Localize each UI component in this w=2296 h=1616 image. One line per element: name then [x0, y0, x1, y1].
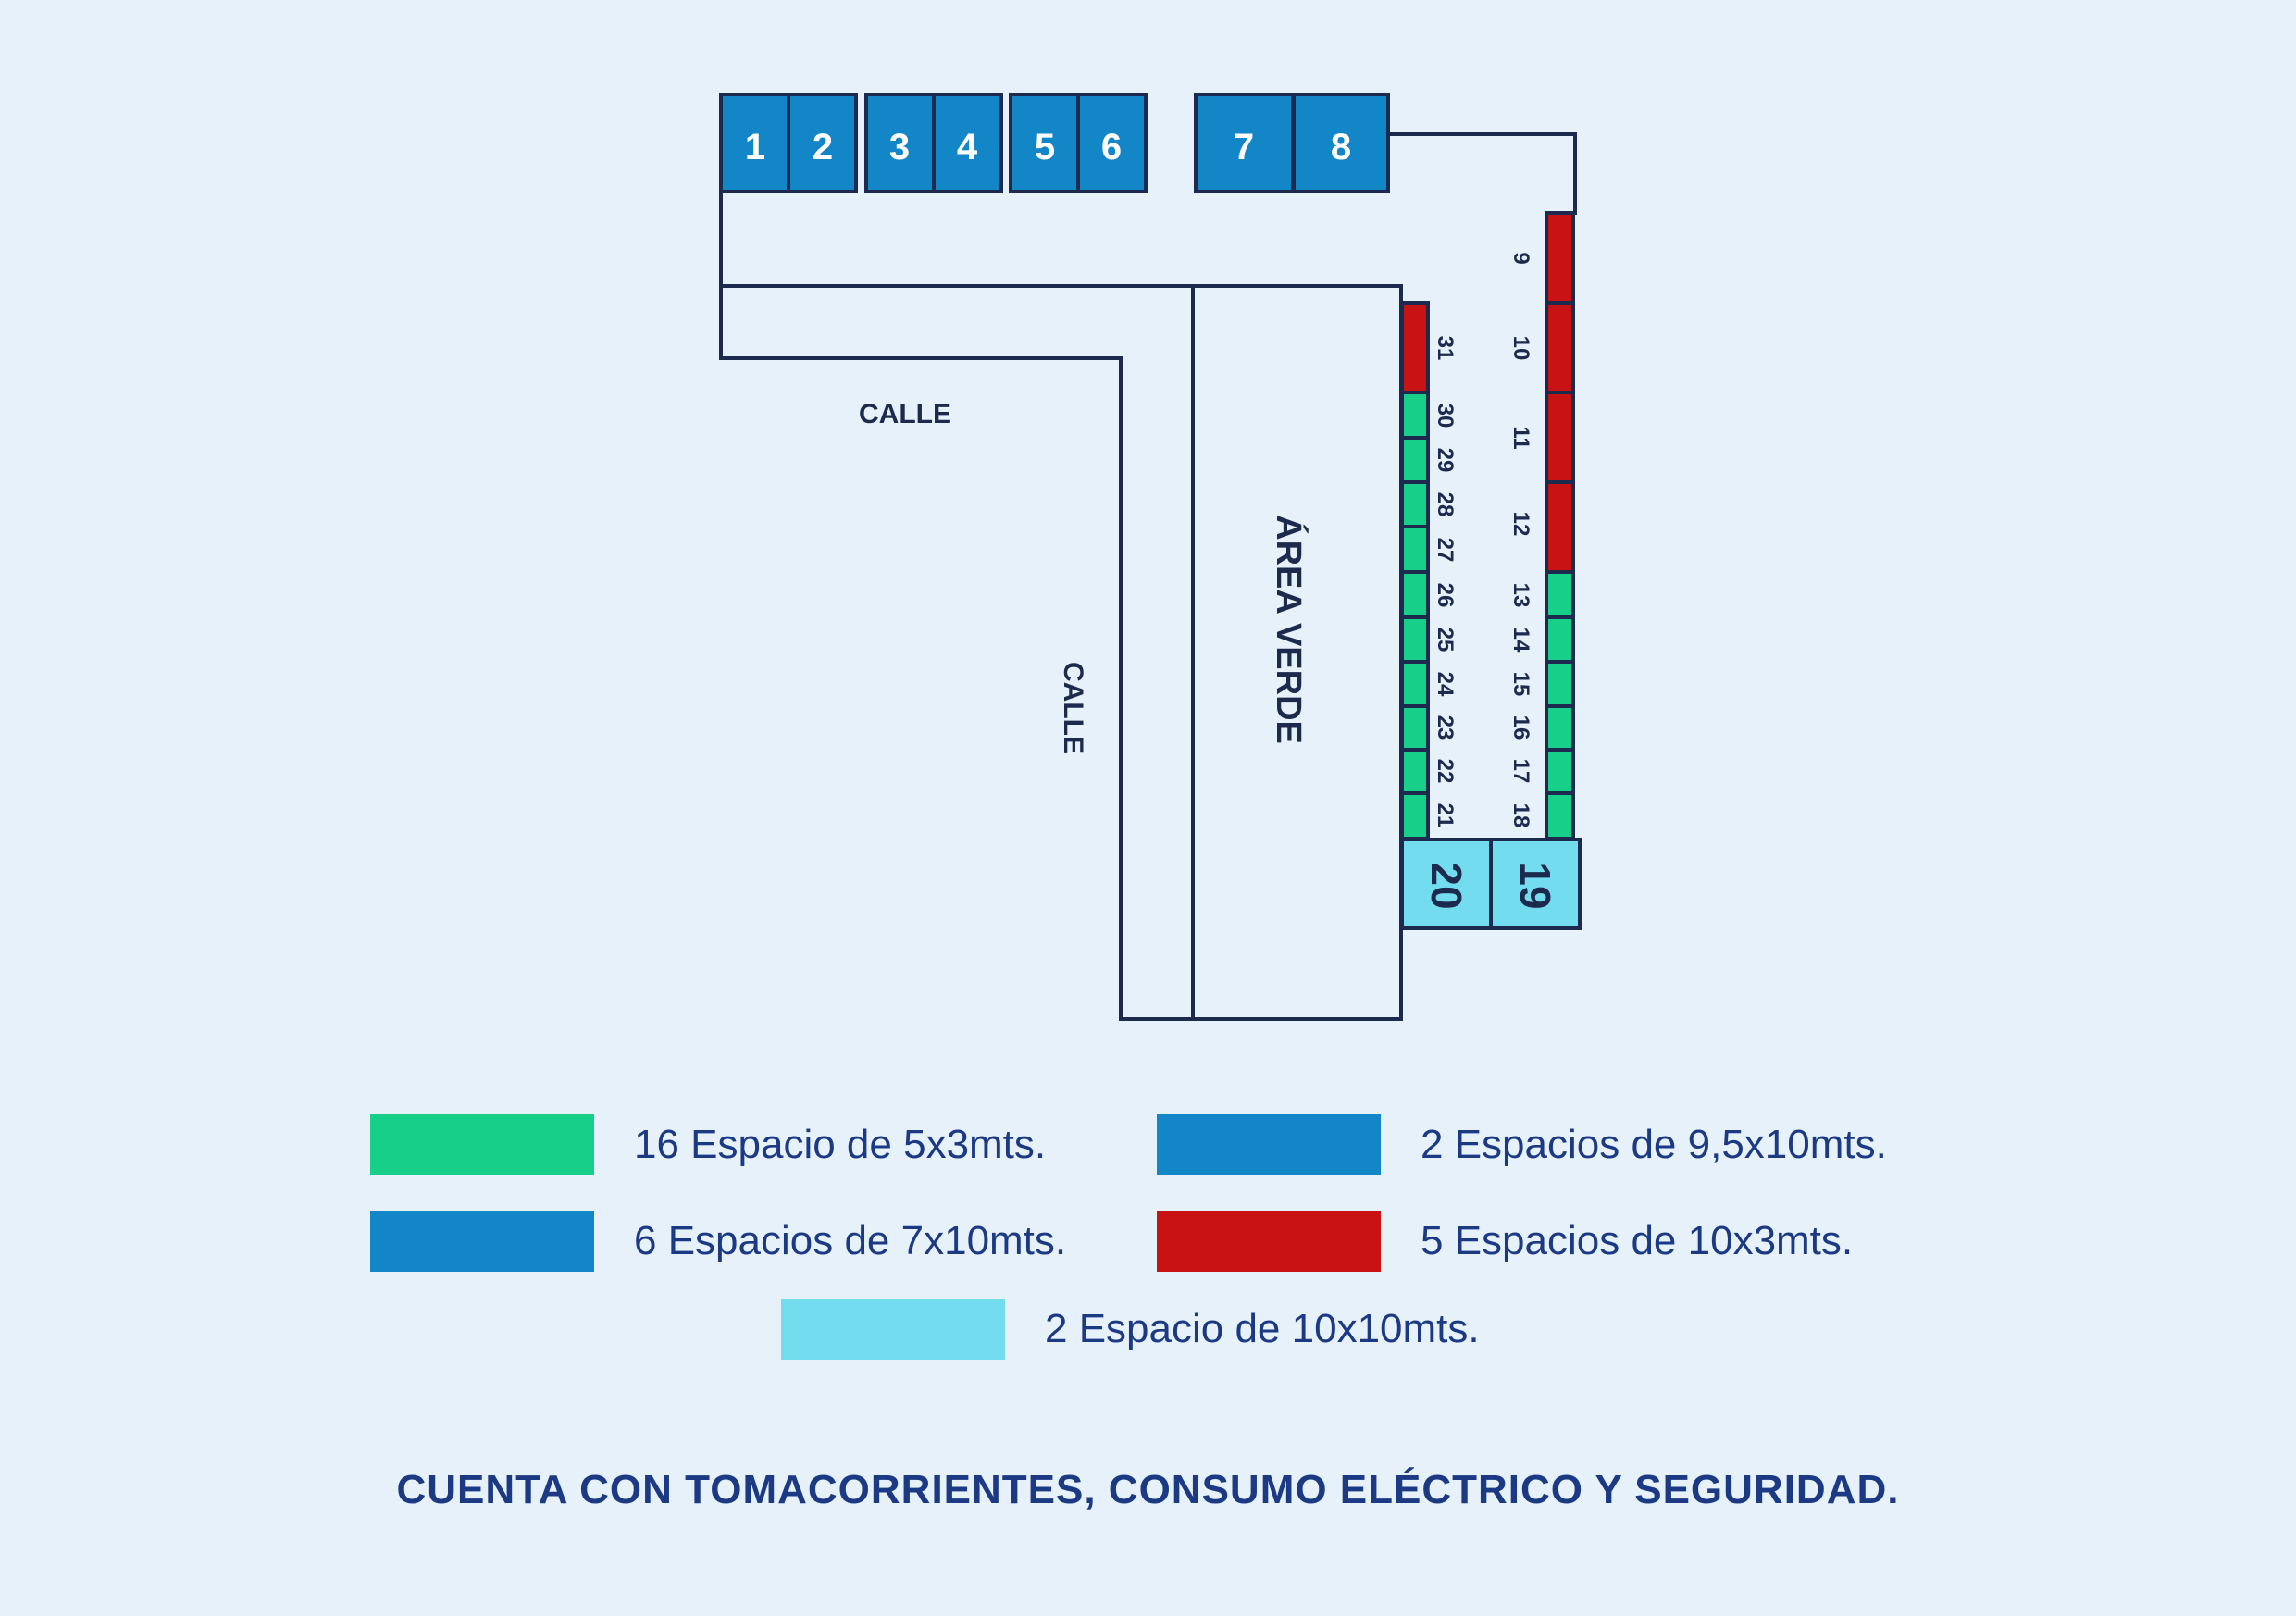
street-side-label: CALLE	[1058, 662, 1088, 754]
legend-swatch-green	[370, 1114, 594, 1175]
stall-9[interactable]	[1545, 211, 1575, 305]
stall-18[interactable]	[1545, 791, 1575, 840]
stall-10[interactable]	[1545, 301, 1575, 394]
stall-label-26: 26	[1433, 583, 1458, 608]
stall-26[interactable]	[1400, 570, 1430, 619]
stall-label-30: 30	[1433, 404, 1458, 429]
stall-4[interactable]	[932, 93, 1003, 193]
legend-text-blue: 6 Espacios de 7x10mts.	[634, 1218, 1067, 1263]
stall-23[interactable]	[1400, 704, 1430, 752]
legend-swatch-light-blue	[781, 1299, 1005, 1360]
legend-swatch-blue	[370, 1211, 594, 1272]
stall-28[interactable]	[1400, 480, 1430, 528]
stall-label-13: 13	[1508, 583, 1533, 608]
legend-text-blue-large: 2 Espacios de 9,5x10mts.	[1421, 1122, 1887, 1167]
right-column-stalls	[1545, 211, 1575, 840]
legend-item-red: 5 Espacios de 10x3mts.	[1157, 1211, 1853, 1272]
legend-item-blue-large: 2 Espacios de 9,5x10mts.	[1157, 1114, 1887, 1175]
stall-27[interactable]	[1400, 525, 1430, 574]
stall-12[interactable]	[1545, 480, 1575, 574]
stall-label-31: 31	[1433, 336, 1458, 361]
stall-label-23: 23	[1433, 715, 1458, 740]
stall-label-6: 6	[1101, 127, 1122, 168]
stall-19[interactable]	[1489, 838, 1582, 930]
legend-swatch-red	[1157, 1211, 1381, 1272]
stall-label-14: 14	[1508, 628, 1533, 653]
stall-label-8: 8	[1331, 127, 1351, 168]
bottom-stalls	[1400, 838, 1582, 930]
stall-6[interactable]	[1076, 93, 1148, 193]
stall-label-1: 1	[745, 127, 765, 168]
street-outline	[719, 190, 1403, 1021]
stall-8[interactable]	[1292, 93, 1390, 193]
stall-label-17: 17	[1508, 759, 1533, 784]
stall-label-19: 19	[1511, 862, 1559, 909]
stall-13[interactable]	[1545, 570, 1575, 619]
legend-text-red: 5 Espacios de 10x3mts.	[1421, 1218, 1854, 1263]
stall-22[interactable]	[1400, 748, 1430, 795]
stall-label-2: 2	[813, 127, 833, 168]
stall-label-16: 16	[1508, 715, 1533, 740]
legend-text-green: 16 Espacio de 5x3mts.	[634, 1122, 1047, 1167]
stall-label-24: 24	[1433, 672, 1458, 697]
footer-note: CUENTA CON TOMACORRIENTES, CONSUMO ELÉCT…	[396, 1467, 1900, 1512]
stall-label-9: 9	[1508, 252, 1533, 264]
stall-21[interactable]	[1400, 791, 1430, 840]
stall-label-21: 21	[1433, 803, 1458, 828]
stall-label-7: 7	[1234, 127, 1254, 168]
legend-item-blue: 6 Espacios de 7x10mts.	[370, 1211, 1066, 1272]
stall-30[interactable]	[1400, 391, 1430, 440]
connector-line	[1388, 132, 1577, 215]
stall-14[interactable]	[1545, 615, 1575, 664]
stall-label-28: 28	[1433, 492, 1458, 517]
stall-24[interactable]	[1400, 660, 1430, 708]
stall-31[interactable]	[1400, 301, 1430, 394]
stall-label-4: 4	[957, 127, 978, 168]
stall-25[interactable]	[1400, 615, 1430, 664]
stall-2[interactable]	[787, 93, 858, 193]
legend-swatch-blue-large	[1157, 1114, 1381, 1175]
top-stalls	[719, 93, 1390, 193]
legend-item-green: 16 Espacio de 5x3mts.	[370, 1114, 1046, 1175]
legend-text-light-blue: 2 Espacio de 10x10mts.	[1045, 1306, 1480, 1351]
left-column-stalls	[1400, 301, 1430, 840]
stall-3[interactable]	[864, 93, 936, 193]
stall-11[interactable]	[1545, 391, 1575, 484]
stall-29[interactable]	[1400, 436, 1430, 484]
stall-7[interactable]	[1194, 93, 1295, 193]
stall-label-20: 20	[1422, 862, 1471, 909]
stall-label-15: 15	[1508, 672, 1533, 697]
stall-label-3: 3	[889, 127, 910, 168]
stall-label-10: 10	[1508, 336, 1533, 361]
stall-label-18: 18	[1508, 803, 1533, 828]
stall-label-27: 27	[1433, 538, 1458, 563]
stall-label-5: 5	[1035, 127, 1055, 168]
stall-label-22: 22	[1433, 759, 1458, 784]
street-top-label: CALLE	[859, 399, 951, 429]
stall-15[interactable]	[1545, 660, 1575, 708]
stall-20[interactable]	[1400, 838, 1493, 930]
stall-label-25: 25	[1433, 628, 1458, 653]
stall-label-11: 11	[1508, 426, 1533, 449]
stall-label-29: 29	[1433, 448, 1458, 473]
stall-16[interactable]	[1545, 704, 1575, 752]
green-area-label: ÁREA VERDE	[1269, 515, 1309, 744]
stall-17[interactable]	[1545, 748, 1575, 795]
legend-item-light-blue: 2 Espacio de 10x10mts.	[781, 1299, 1480, 1360]
stall-label-12: 12	[1508, 512, 1533, 537]
